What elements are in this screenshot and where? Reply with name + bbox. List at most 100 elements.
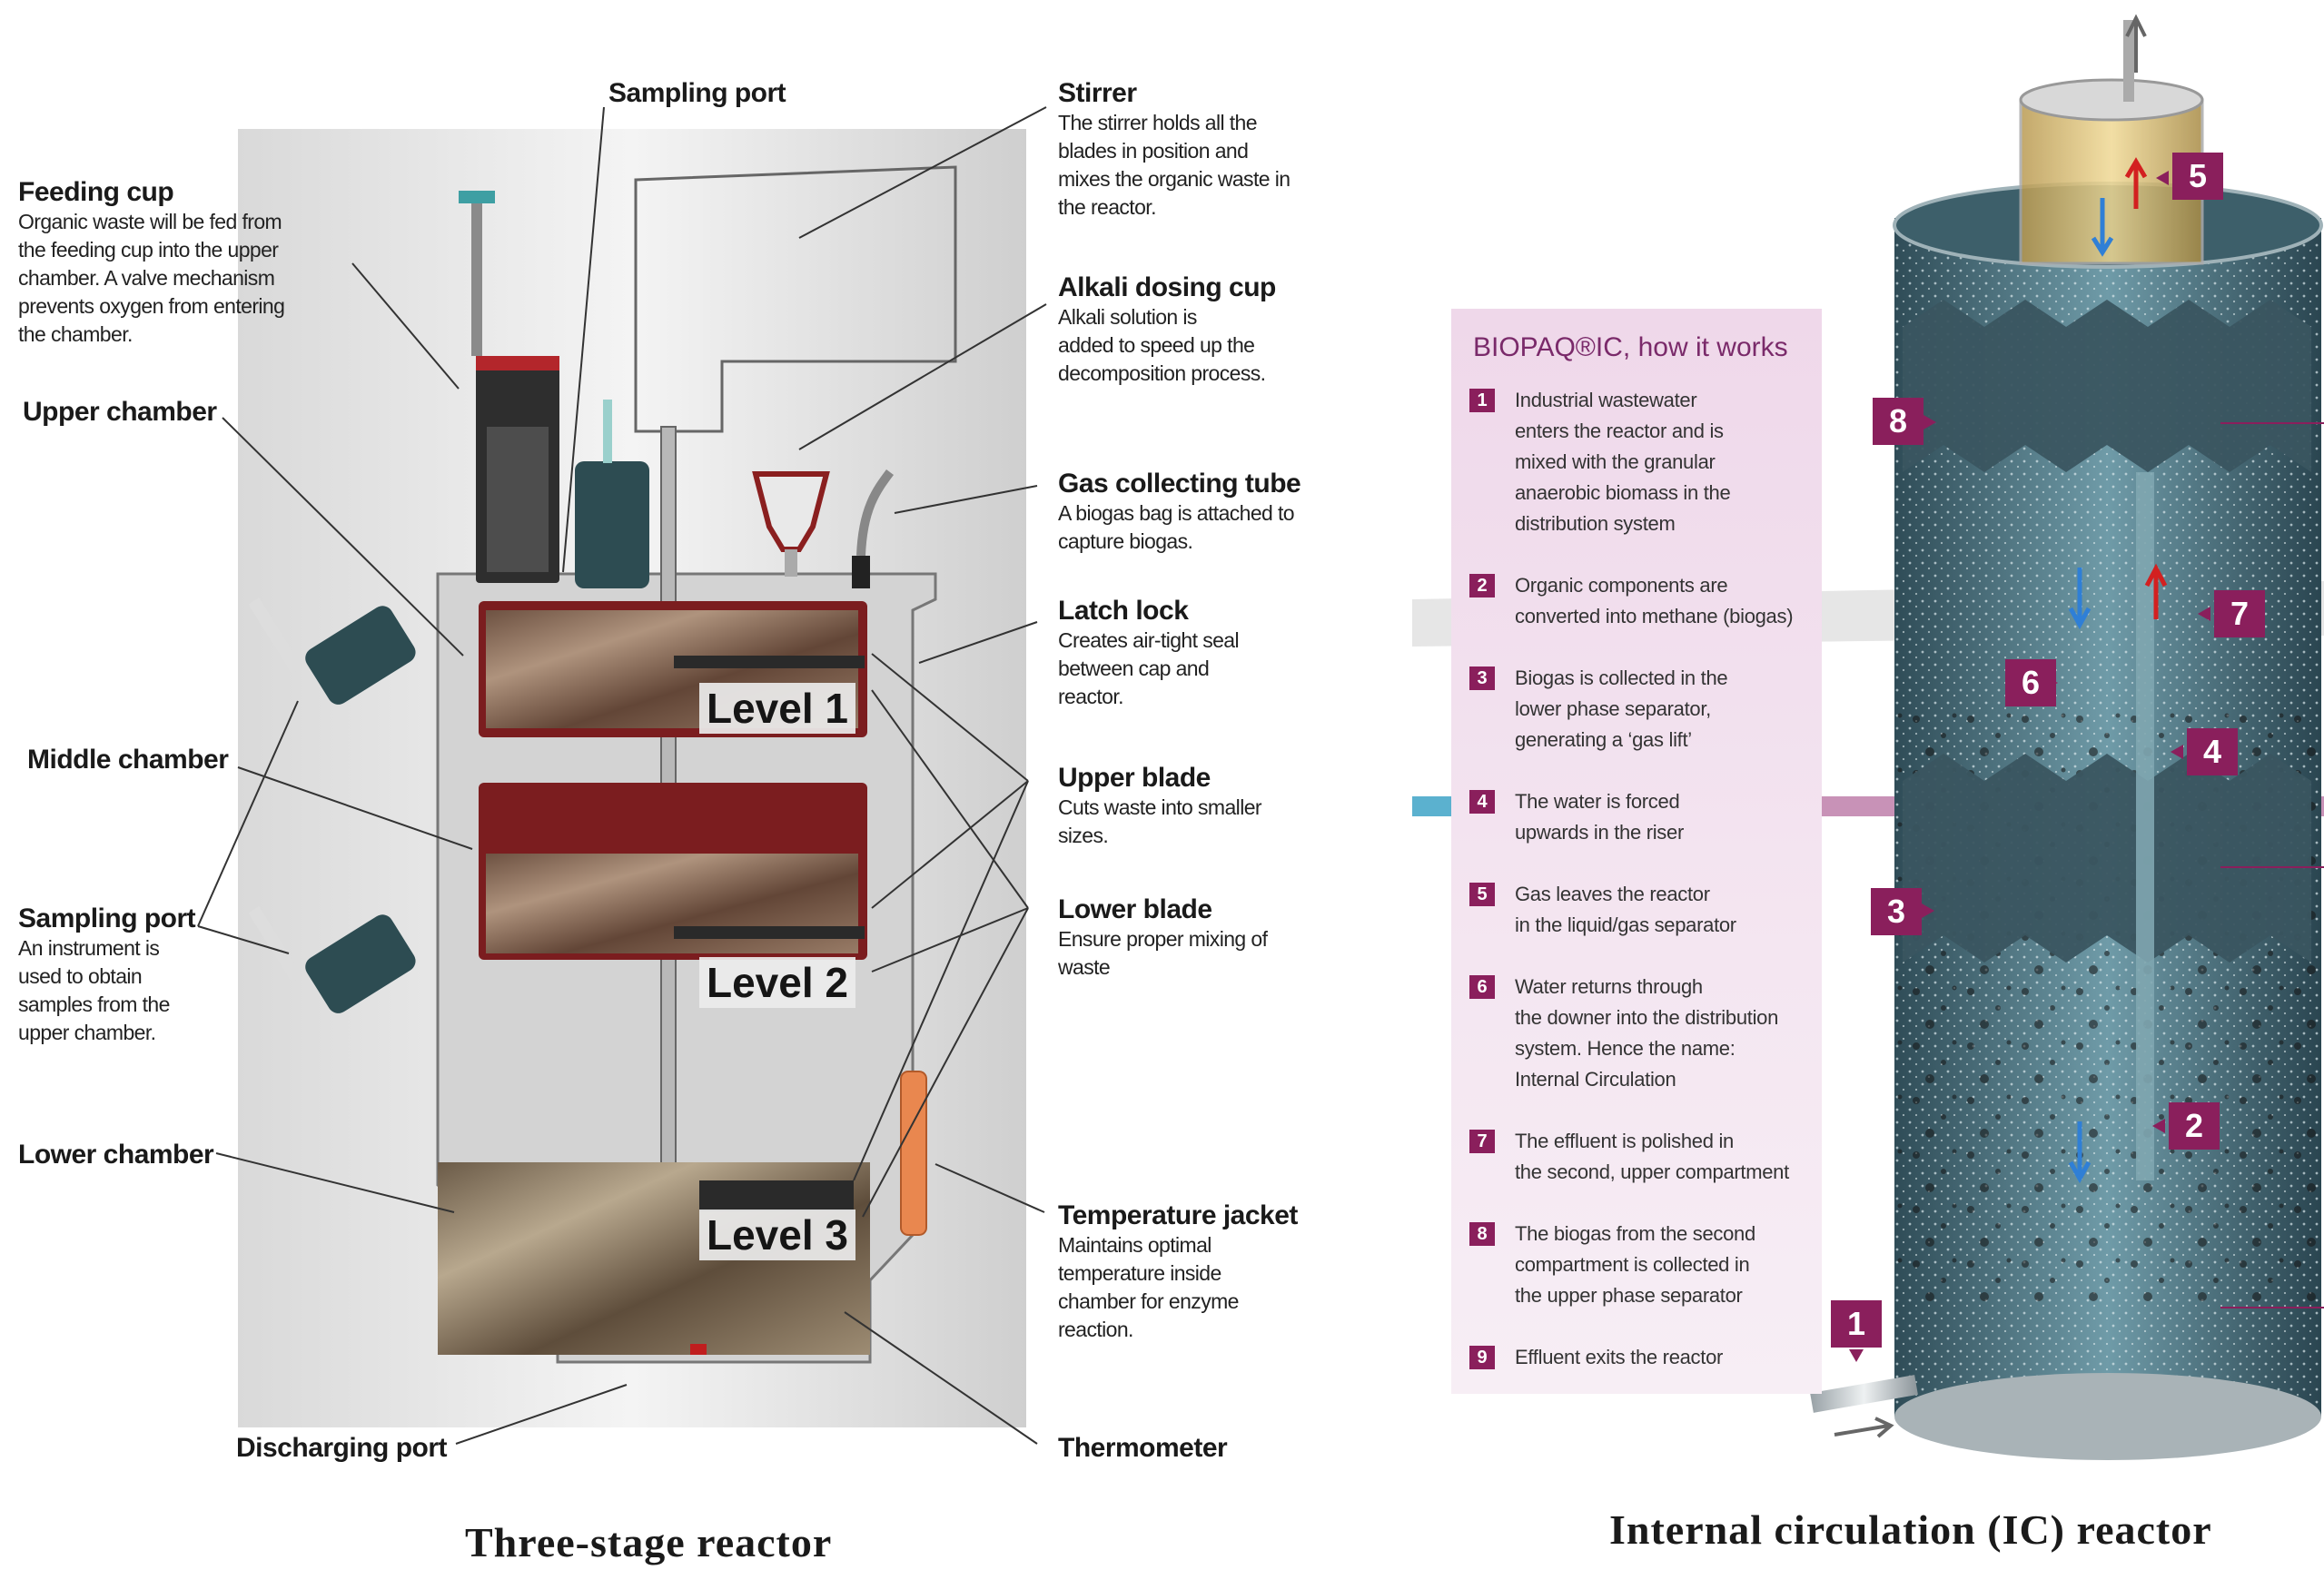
step-line: enters the reactor and is bbox=[1515, 420, 1724, 442]
label-title: Latch lock bbox=[1058, 596, 1189, 626]
label-line: sizes. bbox=[1058, 824, 1109, 847]
label-line: An instrument is bbox=[18, 936, 160, 960]
tag-1: 1 bbox=[1831, 1300, 1882, 1348]
how-it-works-panel: BIOPAQ®IC, how it works 1 Industrial was… bbox=[1451, 309, 1822, 1394]
label-sampling-port-top: Sampling port bbox=[608, 78, 786, 109]
step-line: system. Hence the name: bbox=[1515, 1037, 1736, 1060]
step-text: Organic components are converted into me… bbox=[1515, 570, 1794, 632]
step-line: converted into methane (biogas) bbox=[1515, 605, 1794, 627]
label-title: Discharging port bbox=[236, 1433, 448, 1463]
label-line: prevents oxygen from entering bbox=[18, 294, 285, 318]
step-line: The water is forced bbox=[1515, 790, 1680, 813]
label-line: A biogas bag is attached to bbox=[1058, 501, 1295, 525]
caption-ic-reactor: Internal circulation (IC) reactor bbox=[1609, 1506, 2212, 1553]
label-title: Upper chamber bbox=[23, 397, 217, 427]
label-sampling-port-side: Sampling port An instrument is used to o… bbox=[18, 903, 196, 1047]
step-line: The effluent is polished in bbox=[1515, 1130, 1734, 1152]
step-line: in the liquid/gas separator bbox=[1515, 913, 1736, 936]
step-text: Gas leaves the reactor in the liquid/gas… bbox=[1515, 879, 1736, 941]
label-title: Middle chamber bbox=[27, 745, 229, 775]
step-text: The water is forced upwards in the riser bbox=[1515, 786, 1684, 848]
step-number: 6 bbox=[1469, 975, 1495, 999]
label-line: Creates air-tight seal bbox=[1058, 628, 1240, 652]
label-line: between cap and bbox=[1058, 657, 1210, 680]
label-title: Sampling port bbox=[18, 903, 196, 933]
label-line: Ensure proper mixing of bbox=[1058, 927, 1268, 951]
label-title: Sampling port bbox=[608, 78, 786, 108]
step-number: 8 bbox=[1469, 1222, 1495, 1246]
label-line: the chamber. bbox=[18, 322, 133, 346]
tag-4: 4 bbox=[2187, 728, 2238, 775]
step-number: 2 bbox=[1469, 574, 1495, 597]
tag-2: 2 bbox=[2169, 1102, 2220, 1150]
step-line: Biogas is collected in the bbox=[1515, 667, 1728, 689]
label-line: reaction. bbox=[1058, 1318, 1133, 1341]
label-line: blades in position and bbox=[1058, 139, 1249, 163]
level-3-label: Level 3 bbox=[699, 1210, 855, 1260]
step-text: Industrial wastewater enters the reactor… bbox=[1515, 385, 1731, 539]
step-line: Industrial wastewater bbox=[1515, 389, 1697, 411]
label-line: decomposition process. bbox=[1058, 361, 1266, 385]
label-upper-blade: Upper blade Cuts waste into smaller size… bbox=[1058, 763, 1262, 850]
step-line: upwards in the riser bbox=[1515, 821, 1684, 844]
level-1-label: Level 1 bbox=[699, 683, 855, 734]
label-lower-chamber: Lower chamber bbox=[18, 1140, 214, 1170]
label-line: added to speed up the bbox=[1058, 333, 1255, 357]
label-line: temperature inside bbox=[1058, 1261, 1221, 1285]
label-line: reactor. bbox=[1058, 685, 1124, 708]
label-stirrer: Stirrer The stirrer holds all the blades… bbox=[1058, 78, 1291, 222]
label-gas-collecting-tube: Gas collecting tube A biogas bag is atta… bbox=[1058, 469, 1301, 556]
label-title: Lower chamber bbox=[18, 1140, 214, 1170]
tag-3: 3 bbox=[1871, 888, 1922, 935]
label-title: Stirrer bbox=[1058, 78, 1137, 108]
level-2-label: Level 2 bbox=[699, 957, 855, 1008]
step-line: the second, upper compartment bbox=[1515, 1160, 1789, 1183]
step-line: anaerobic biomass in the bbox=[1515, 481, 1731, 504]
caption-three-stage-reactor: Three-stage reactor bbox=[465, 1519, 833, 1565]
label-title: Upper blade bbox=[1058, 763, 1211, 793]
label-line: chamber for enzyme bbox=[1058, 1289, 1239, 1313]
step-number: 3 bbox=[1469, 667, 1495, 690]
step-number: 7 bbox=[1469, 1130, 1495, 1153]
label-line: the reactor. bbox=[1058, 195, 1156, 219]
step-text: Biogas is collected in the lower phase s… bbox=[1515, 663, 1728, 755]
step-text: Water returns through the downer into th… bbox=[1515, 972, 1778, 1095]
tag-5: 5 bbox=[2172, 153, 2223, 200]
step-number: 1 bbox=[1469, 389, 1495, 412]
step-line: Organic components are bbox=[1515, 574, 1728, 597]
step-line: the upper phase separator bbox=[1515, 1284, 1743, 1307]
step-number: 5 bbox=[1469, 883, 1495, 906]
label-line: the feeding cup into the upper bbox=[18, 238, 279, 262]
step-number: 4 bbox=[1469, 790, 1495, 814]
step-line: distribution system bbox=[1515, 512, 1676, 535]
step-line: compartment is collected in bbox=[1515, 1253, 1750, 1276]
step-number: 9 bbox=[1469, 1346, 1495, 1369]
step-line: The biogas from the second bbox=[1515, 1222, 1755, 1245]
label-title: Feeding cup bbox=[18, 177, 174, 207]
label-line: waste bbox=[1058, 955, 1111, 979]
label-line: capture biogas. bbox=[1058, 529, 1193, 553]
label-thermometer: Thermometer bbox=[1058, 1433, 1228, 1464]
step-line: Water returns through bbox=[1515, 975, 1703, 998]
label-line: samples from the bbox=[18, 992, 170, 1016]
label-middle-chamber: Middle chamber bbox=[27, 745, 229, 775]
label-title: Lower blade bbox=[1058, 894, 1212, 924]
label-line: used to obtain bbox=[18, 964, 143, 988]
tag-6: 6 bbox=[2005, 659, 2056, 706]
label-feeding-cup: Feeding cup Organic waste will be fed fr… bbox=[18, 177, 285, 349]
label-line: chamber. A valve mechanism bbox=[18, 266, 275, 290]
step-line: lower phase separator, bbox=[1515, 697, 1711, 720]
tag-7: 7 bbox=[2214, 590, 2265, 637]
label-upper-chamber: Upper chamber bbox=[23, 397, 217, 428]
label-line: Organic waste will be fed from bbox=[18, 210, 282, 233]
step-line: Effluent exits the reactor bbox=[1515, 1346, 1724, 1368]
label-line: Cuts waste into smaller bbox=[1058, 795, 1262, 819]
label-title: Temperature jacket bbox=[1058, 1200, 1298, 1230]
label-line: Alkali solution is bbox=[1058, 305, 1197, 329]
label-temperature-jacket: Temperature jacket Maintains optimal tem… bbox=[1058, 1200, 1298, 1344]
step-line: Gas leaves the reactor bbox=[1515, 883, 1710, 905]
label-title: Alkali dosing cup bbox=[1058, 272, 1276, 302]
step-text: The biogas from the second compartment i… bbox=[1515, 1219, 1755, 1311]
panel-title: BIOPAQ®IC, how it works bbox=[1473, 332, 1788, 362]
step-line: the downer into the distribution bbox=[1515, 1006, 1779, 1029]
